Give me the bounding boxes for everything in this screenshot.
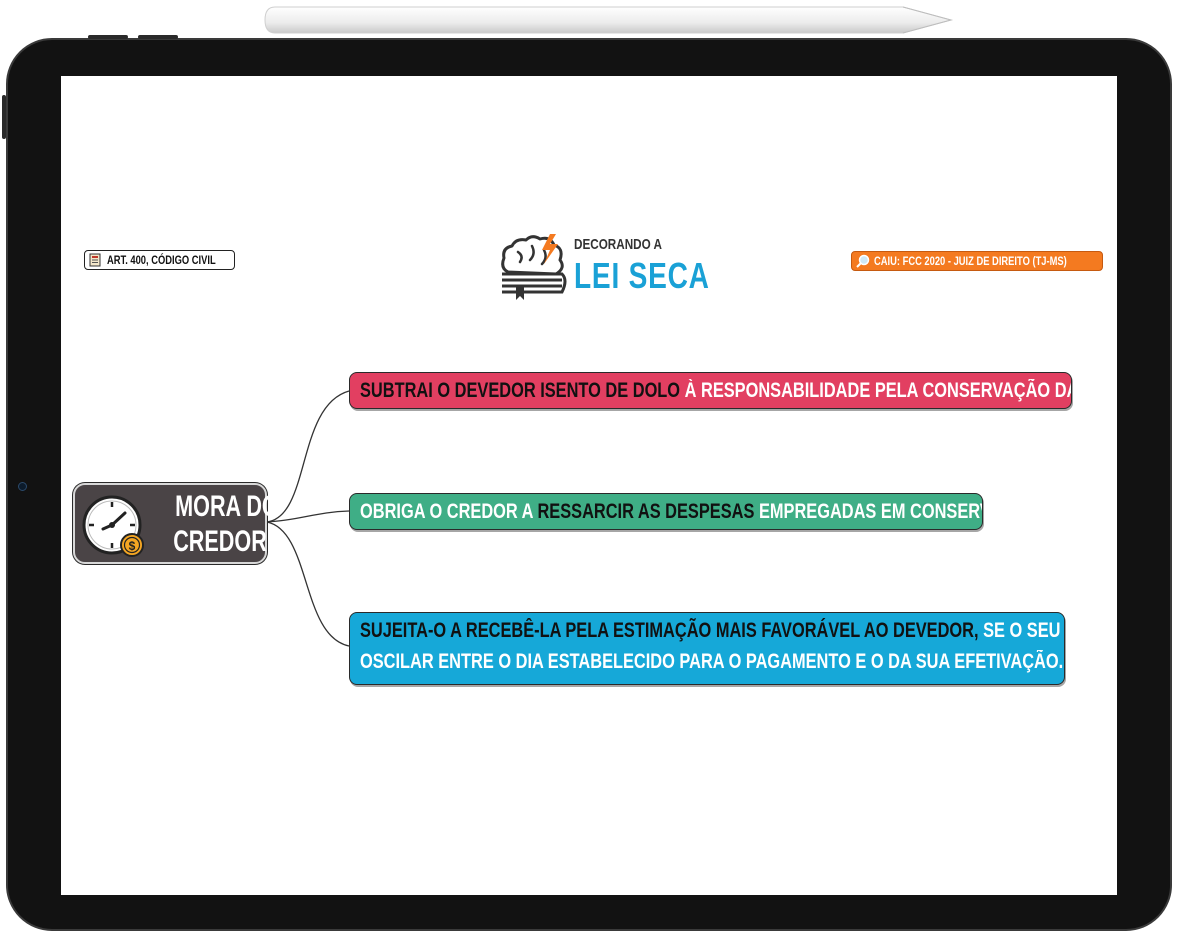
magnifier-icon [856,254,870,268]
logo-title: LEI SECA [574,255,710,296]
logo: DECORANDO A LEI SECA [498,228,709,303]
stylus-pencil [264,6,953,34]
exam-tag: CAIU: FCC 2020 - JUIZ DE DIREITO (TJ-MS) [851,251,1103,271]
power-button [2,95,6,139]
camera-lens [18,482,27,491]
root-title-line2: CREDOR [173,525,267,558]
branch-3-line-2: OSCILAR ENTRE O DIA ESTABELECIDO PARA O … [360,647,1063,677]
svg-text:$: $ [129,539,136,553]
connector-branch-2 [266,510,350,523]
brain-book-icon [501,234,567,300]
law-book-icon [89,253,101,267]
article-tag-label: ART. 400, CÓDIGO CIVIL [107,253,216,267]
root-node: $ MORA DO CREDOR [73,483,279,564]
article-tag: ART. 400, CÓDIGO CIVIL [84,250,235,270]
connector-branch-1 [266,390,350,523]
branch-3-rest-a: SE O SEU VALOR [983,619,1064,642]
clock-coin-icon: $ [82,495,144,557]
branch-2-emphasis: RESSARCIR AS DESPESAS [537,500,755,523]
branch-3-line-1: SUJEITA-O A RECEBÊ-LA PELA ESTIMAÇÃO MAI… [360,616,1064,646]
branch-3-rest-b: OSCILAR ENTRE O DIA ESTABELECIDO PARA O … [360,650,1064,673]
root-title: MORA DO CREDOR [155,489,279,559]
branch-2-rest: EMPREGADAS EM CONSERVÁ-LA [758,500,982,523]
branch-3-emphasis: SUJEITA-O A RECEBÊ-LA PELA ESTIMAÇÃO MAI… [360,619,979,642]
branch-node-3: SUJEITA-O A RECEBÊ-LA PELA ESTIMAÇÃO MAI… [349,612,1065,685]
connector-branch-3 [266,521,350,647]
volume-button-2 [138,35,178,39]
exam-tag-label: CAIU: FCC 2020 - JUIZ DE DIREITO (TJ-MS) [874,254,1067,268]
branch-node-1: SUBTRAI O DEVEDOR ISENTO DE DOLO À RESPO… [349,372,1072,409]
branch-node-2: OBRIGA O CREDOR A RESSARCIR AS DESPESAS … [349,493,983,530]
root-title-line1: MORA DO [175,490,279,523]
branch-1-emphasis: SUBTRAI O DEVEDOR ISENTO DE DOLO [360,379,681,402]
branch-1-rest: À RESPONSABILIDADE PELA CONSERVAÇÃO DA C… [684,379,1071,402]
branch-1-text: SUBTRAI O DEVEDOR ISENTO DE DOLO À RESPO… [360,376,1071,406]
branch-2-text: OBRIGA O CREDOR A RESSARCIR AS DESPESAS … [360,497,982,527]
branch-connectors [266,390,350,647]
volume-button-1 [88,35,128,39]
branch-2-lead: OBRIGA O CREDOR A [360,500,538,523]
logo-subtitle: DECORANDO A [574,236,662,253]
tablet-screen: ART. 400, CÓDIGO CIVIL CAIU: FCC 2020 - … [61,76,1117,895]
